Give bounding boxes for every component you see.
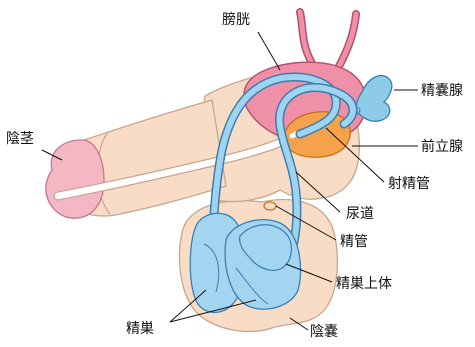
- glans-shape: [46, 140, 104, 218]
- label-penis: 陰茎: [6, 131, 34, 147]
- label-vas-deferens: 精管: [340, 234, 368, 250]
- label-epididymis: 精巣上体: [336, 276, 392, 292]
- seminal-vesicle-shape: [356, 76, 392, 122]
- label-scrotum: 陰嚢: [310, 324, 338, 340]
- label-urethra: 尿道: [346, 206, 374, 222]
- label-seminal-vesicle: 精嚢腺: [421, 83, 463, 99]
- label-testis: 精巣: [126, 321, 154, 337]
- label-prostate: 前立腺: [421, 138, 463, 155]
- label-ejaculatory-duct: 射精管: [388, 176, 430, 192]
- label-bladder: 膀胱: [222, 11, 250, 28]
- leader-bladder: [258, 32, 280, 70]
